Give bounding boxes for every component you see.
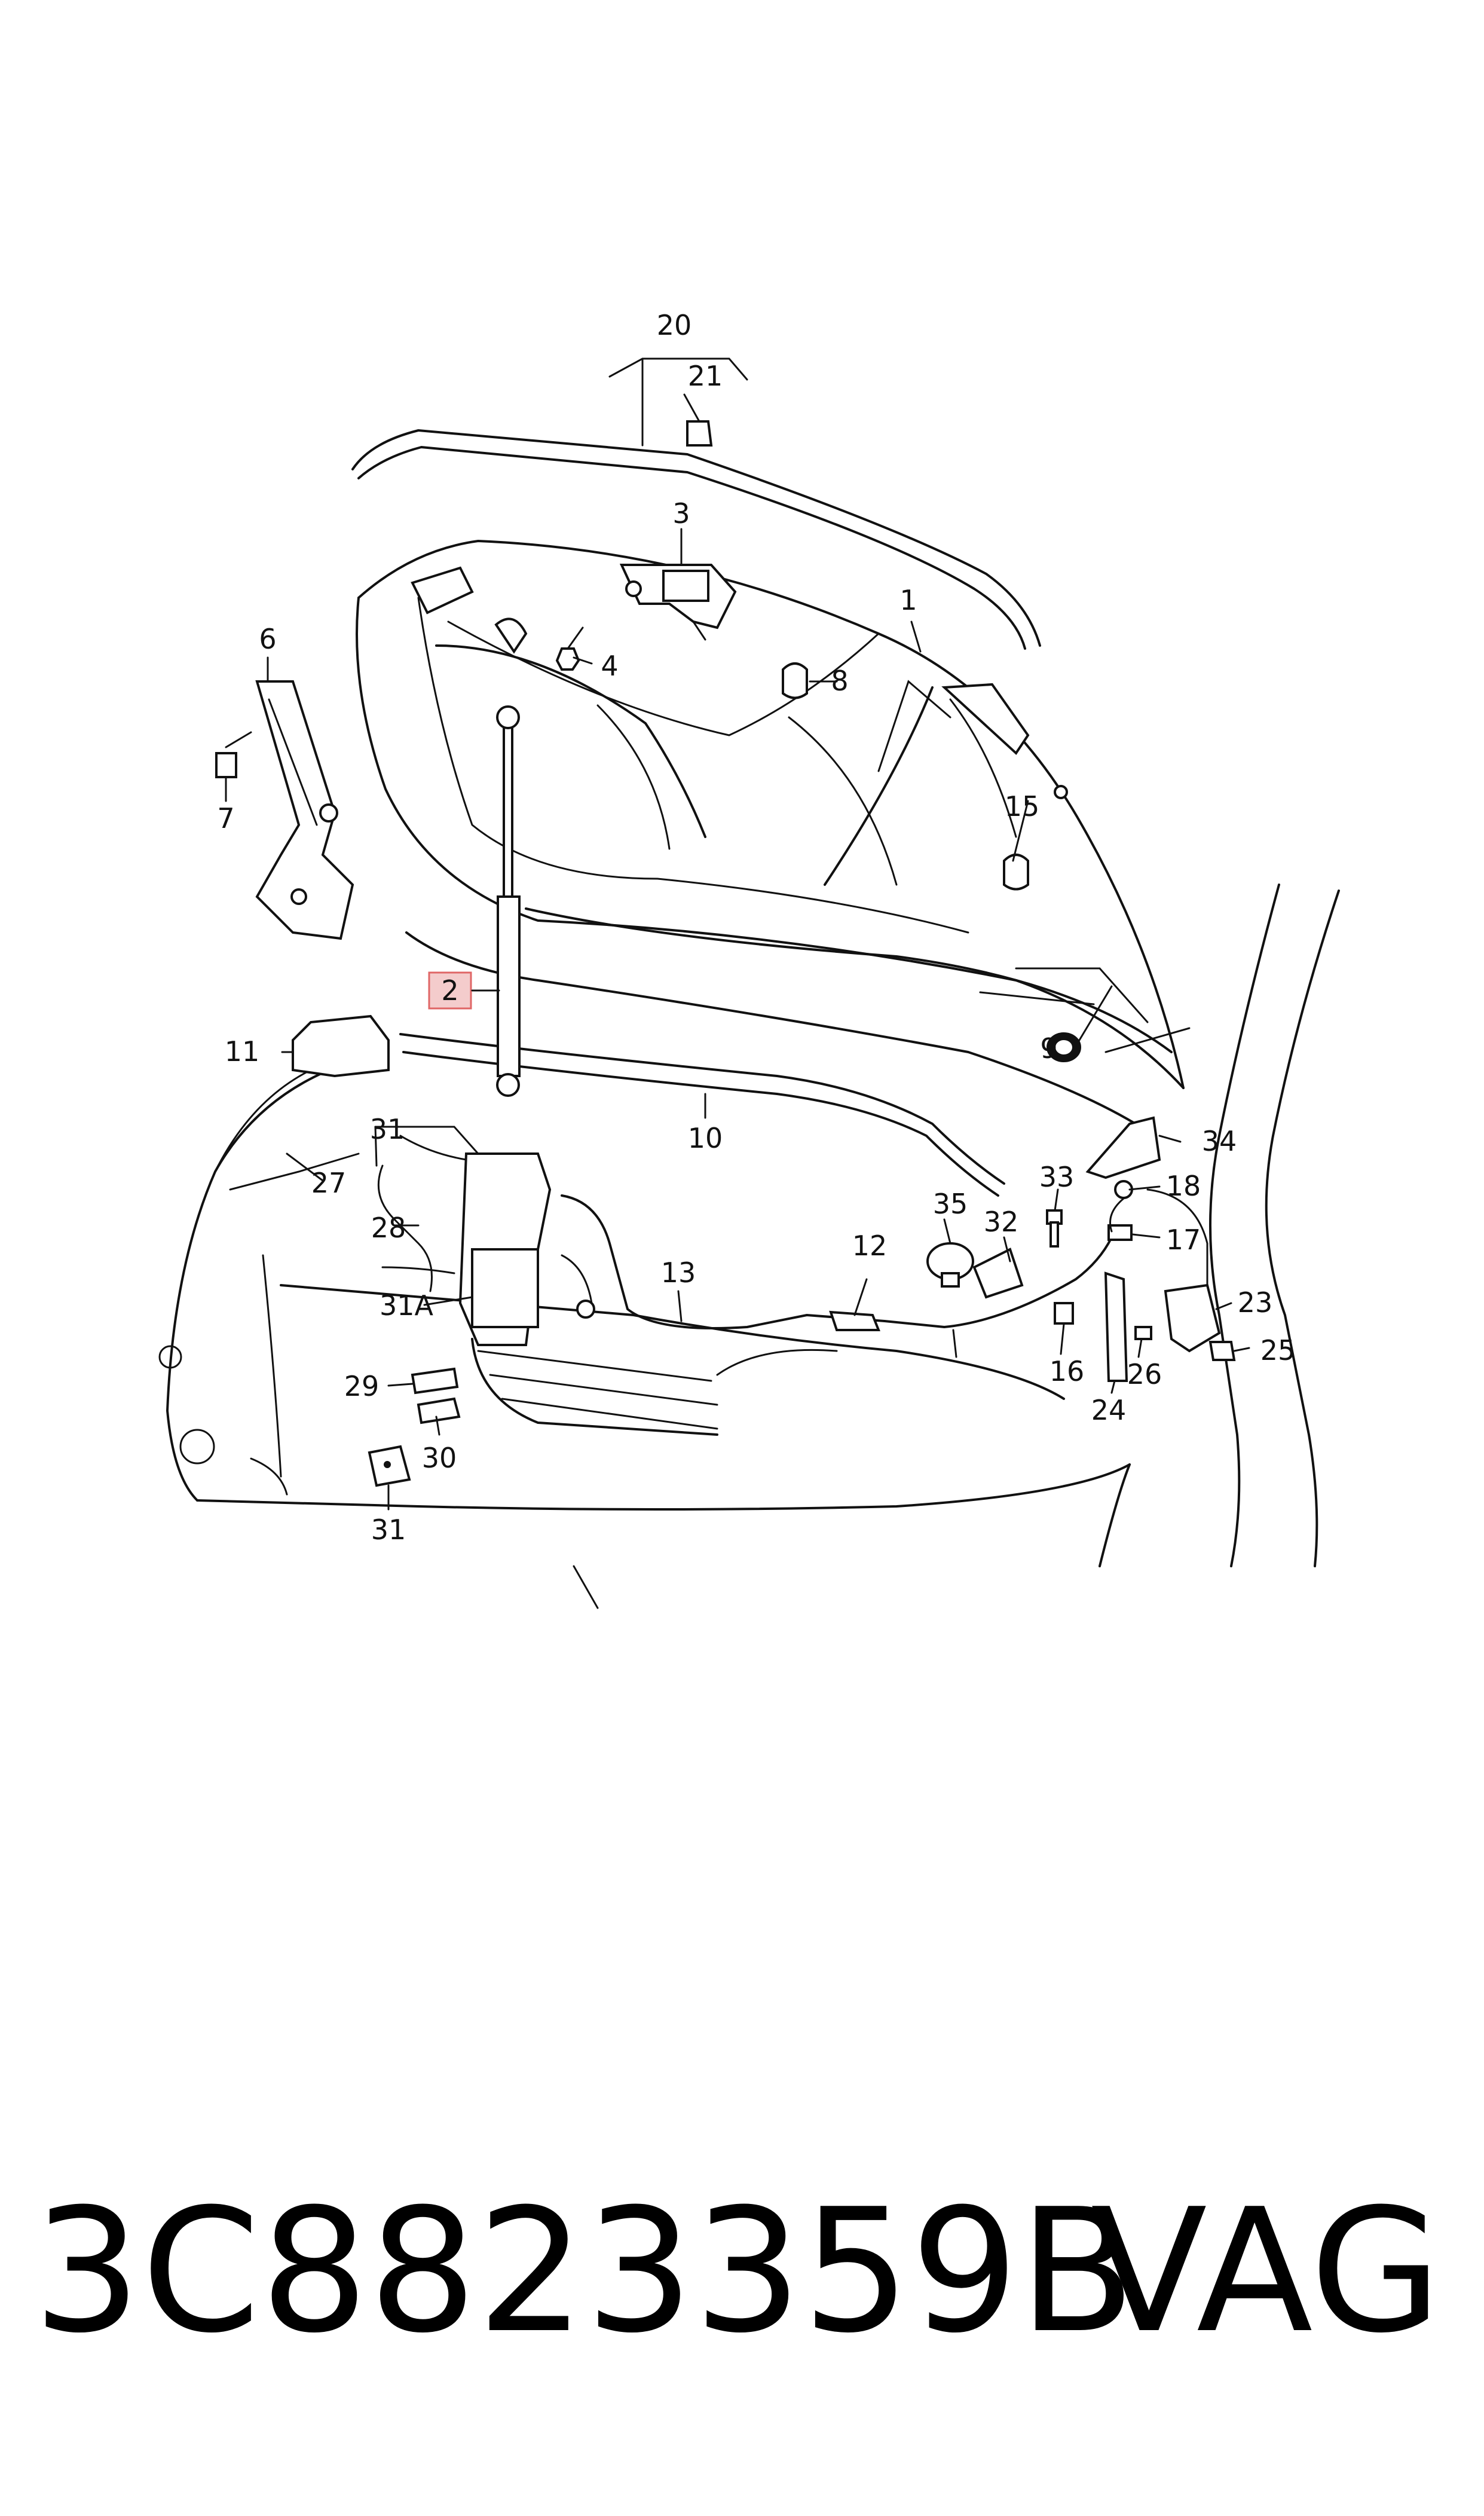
- gas-strut: [494, 617, 528, 1097]
- callout-11: 11: [225, 1035, 260, 1068]
- callout-26: 26: [1127, 1358, 1162, 1390]
- hood-panel: [356, 540, 1185, 1089]
- callout-31-bottom: 31: [371, 1514, 406, 1546]
- callout-3: 3: [672, 497, 690, 530]
- hood-lock-striker: [619, 564, 737, 641]
- callout-23: 23: [1238, 1286, 1273, 1319]
- callout-25: 25: [1260, 1334, 1296, 1366]
- callout-4: 4: [601, 650, 618, 682]
- fastener-4: [555, 626, 584, 671]
- car-front-body: [158, 883, 1340, 1609]
- buffer-15: [1003, 785, 1068, 891]
- clip-25: [1208, 1341, 1236, 1361]
- callout-6: 6: [259, 623, 276, 655]
- callout-18: 18: [1166, 1170, 1201, 1202]
- clip-21: [686, 420, 713, 447]
- callout-21: 21: [688, 360, 723, 392]
- hood-hinge: [215, 680, 354, 940]
- release-lever-12: [829, 1310, 880, 1331]
- brand-name: VAG: [1091, 2172, 1442, 2371]
- callout-labels: 20 21 3 1 4 8 6 7 15 2 9 11 10 34 31 27 …: [217, 309, 1295, 1546]
- callout-17: 17: [1166, 1224, 1201, 1256]
- callout-2: 2: [441, 974, 458, 1007]
- part-number: 3C8823359B: [33, 2172, 1136, 2371]
- callout-12: 12: [852, 1230, 888, 1262]
- bolts-29-30: [411, 1367, 461, 1424]
- callout-24: 24: [1091, 1394, 1127, 1426]
- callout-34: 34: [1202, 1125, 1237, 1157]
- callout-13: 13: [661, 1257, 696, 1289]
- callout-31A: 31A: [380, 1289, 434, 1322]
- callout-33: 33: [1039, 1161, 1075, 1193]
- screw-33: [1046, 1209, 1063, 1248]
- callout-27: 27: [311, 1167, 347, 1199]
- callout-15: 15: [1005, 790, 1040, 823]
- callout-10: 10: [688, 1122, 723, 1154]
- screw-26: [1134, 1326, 1152, 1340]
- callout-16: 16: [1049, 1355, 1085, 1387]
- grommet-9: [1047, 1032, 1081, 1062]
- callout-31-top: 31: [370, 1113, 405, 1145]
- plug-35: [926, 1242, 974, 1288]
- callout-20: 20: [657, 309, 692, 341]
- footer: 3C8823359B VAG: [0, 2164, 1484, 2391]
- bracket-24: [1104, 1271, 1128, 1382]
- callout-32: 32: [984, 1206, 1019, 1238]
- bracket-11: [292, 1014, 390, 1078]
- callout-8: 8: [831, 665, 848, 697]
- callout-7: 7: [217, 802, 234, 834]
- bolt-16: [1054, 1302, 1074, 1325]
- callout-30: 30: [422, 1442, 457, 1474]
- bracket-32: [972, 1248, 1024, 1299]
- lock-assembly: [377, 1135, 595, 1346]
- nut-31: [368, 1445, 411, 1487]
- stop-buffer-8: [782, 662, 808, 699]
- sensor-23: [1164, 1283, 1221, 1353]
- exploded-parts-diagram: 20 21 3 1 4 8 6 7 15 2 9 11 10 34 31 27 …: [158, 309, 1340, 1609]
- bowden-cable-13: [561, 1194, 1113, 1358]
- callout-1: 1: [899, 584, 917, 616]
- callout-9: 9: [1040, 1032, 1057, 1065]
- leader-lines: [225, 357, 1250, 1511]
- highlight-part-2: [428, 971, 472, 1010]
- hood-seal-strip: [351, 429, 1041, 650]
- callout-35: 35: [933, 1188, 968, 1220]
- bracket-34: [1085, 1116, 1161, 1179]
- callout-28: 28: [371, 1212, 406, 1244]
- callout-29: 29: [344, 1370, 380, 1402]
